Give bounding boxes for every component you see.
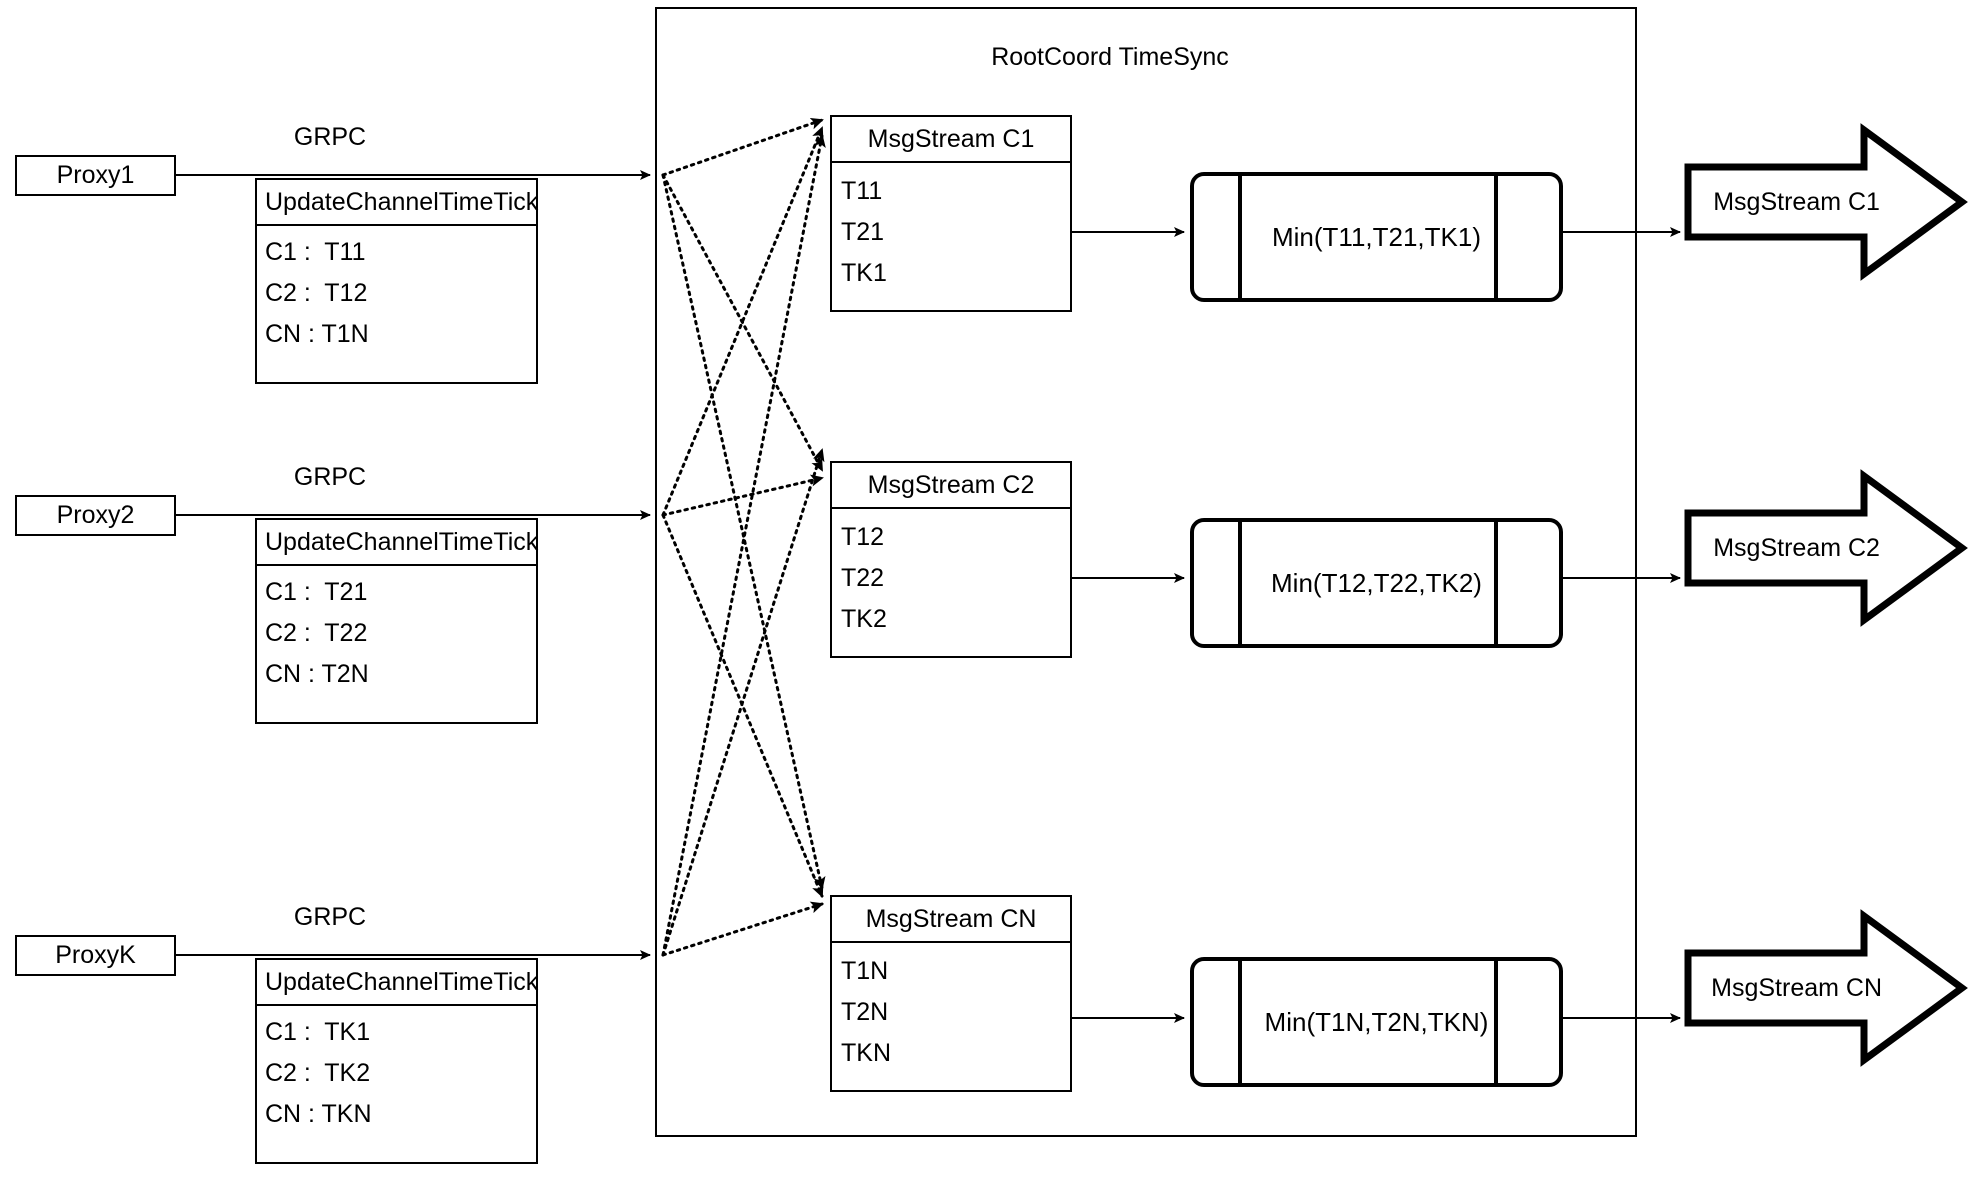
timetick-rows-3: C1 : TK1 C2 : TK2 CN : TKN	[257, 1006, 536, 1135]
msgstream-rows-cn: T1N T2N TKN	[832, 943, 1070, 1074]
msgstream-row: TKN	[841, 1039, 891, 1067]
timetick-row: CN : TKN	[265, 1100, 372, 1128]
proc-left-bar	[1238, 176, 1242, 298]
min-process-c1: Min(T11,T21,TK1)	[1190, 172, 1563, 302]
msgstream-row: T22	[841, 564, 885, 592]
timetick-row: C1 : TK1	[265, 1018, 371, 1046]
proxy-box-3[interactable]: ProxyK	[15, 935, 176, 976]
msgstream-row: T12	[841, 523, 885, 551]
min-process-label-c2: Min(T12,T22,TK2)	[1271, 567, 1482, 598]
timetick-row: CN : T1N	[265, 320, 369, 348]
min-process-cn: Min(T1N,T2N,TKN)	[1190, 957, 1563, 1087]
msgstream-box-cn: MsgStream CN T1N T2N TKN	[830, 895, 1072, 1092]
msgstream-header-cn: MsgStream CN	[832, 897, 1070, 943]
timetick-header-3: UpdateChannelTimeTick	[257, 960, 538, 1006]
update-channel-timetick-box-1: UpdateChannelTimeTick C1 : T11 C2 : T12 …	[255, 178, 538, 384]
timetick-header-1: UpdateChannelTimeTick	[257, 180, 538, 226]
msgstream-box-c1: MsgStream C1 T11 T21 TK1	[830, 115, 1072, 312]
msgstream-row: T1N	[841, 957, 889, 985]
msgstream-row: T2N	[841, 998, 889, 1026]
proc-left-bar	[1238, 522, 1242, 644]
min-process-label-c1: Min(T11,T21,TK1)	[1271, 221, 1481, 252]
proc-right-bar	[1494, 522, 1498, 644]
msgstream-header-c1: MsgStream C1	[832, 117, 1070, 163]
proc-right-bar	[1494, 961, 1498, 1083]
output-block-arrow-c2: MsgStream C2	[1684, 468, 1969, 628]
timetick-row: C1 : T21	[265, 578, 368, 606]
update-channel-timetick-box-2: UpdateChannelTimeTick C1 : T21 C2 : T22 …	[255, 518, 538, 724]
output-label-cn: MsgStream CN	[1711, 973, 1883, 1002]
update-channel-timetick-box-3: UpdateChannelTimeTick C1 : TK1 C2 : TK2 …	[255, 958, 538, 1164]
timetick-rows-2: C1 : T21 C2 : T22 CN : T2N	[257, 566, 536, 695]
min-process-c2: Min(T12,T22,TK2)	[1190, 518, 1563, 648]
timetick-row: C1 : T11	[265, 238, 366, 266]
grpc-label-1: GRPC	[293, 122, 367, 151]
output-label-c2: MsgStream C2	[1713, 533, 1880, 562]
timetick-row: C2 : T12	[265, 279, 368, 307]
container-title: RootCoord TimeSync	[991, 42, 1229, 71]
msgstream-rows-c2: T12 T22 TK2	[832, 509, 1070, 640]
proxy-box-1[interactable]: Proxy1	[15, 155, 176, 196]
msgstream-row: TK1	[841, 259, 887, 287]
grpc-label-3: GRPC	[293, 902, 367, 931]
timetick-row: C2 : TK2	[265, 1059, 371, 1087]
rootcoord-timesync-container	[655, 7, 1637, 1137]
timetick-header-2: UpdateChannelTimeTick	[257, 520, 538, 566]
msgstream-row: T21	[841, 218, 885, 246]
output-block-arrow-c1: MsgStream C1	[1684, 122, 1969, 282]
proxy-box-2[interactable]: Proxy2	[15, 495, 176, 536]
output-label-c1: MsgStream C1	[1713, 187, 1880, 216]
msgstream-header-c2: MsgStream C2	[832, 463, 1070, 509]
grpc-label-2: GRPC	[293, 462, 367, 491]
output-block-arrow-cn: MsgStream CN	[1684, 908, 1969, 1068]
msgstream-rows-c1: T11 T21 TK1	[832, 163, 1070, 294]
msgstream-row: TK2	[841, 605, 887, 633]
min-process-label-cn: Min(T1N,T2N,TKN)	[1264, 1006, 1489, 1037]
proc-right-bar	[1494, 176, 1498, 298]
timetick-row: CN : T2N	[265, 660, 369, 688]
proc-left-bar	[1238, 961, 1242, 1083]
timetick-rows-1: C1 : T11 C2 : T12 CN : T1N	[257, 226, 536, 355]
msgstream-box-c2: MsgStream C2 T12 T22 TK2	[830, 461, 1072, 658]
msgstream-row: T11	[841, 177, 883, 205]
timetick-row: C2 : T22	[265, 619, 368, 647]
